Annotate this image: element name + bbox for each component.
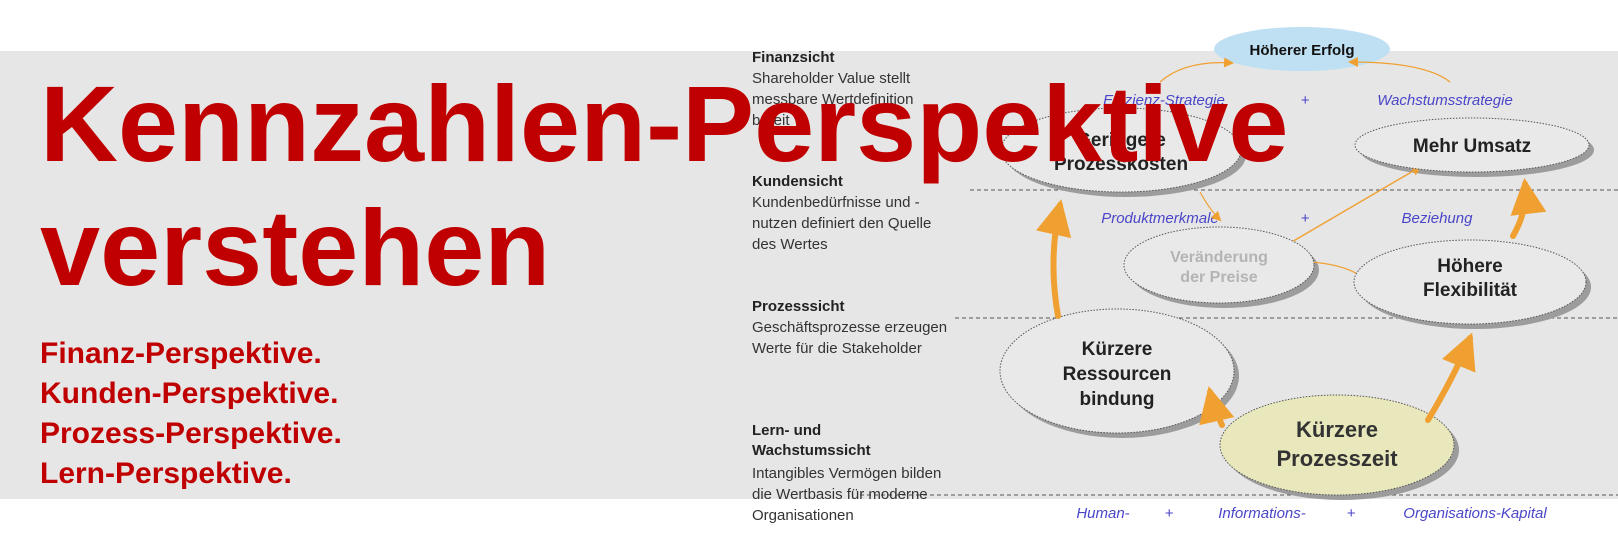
label-plus-3: + <box>1165 505 1174 522</box>
node-process-time-line2: Prozesszeit <box>1276 446 1398 471</box>
node-process-time-line1: Kürzere <box>1296 417 1378 442</box>
node-resources <box>999 308 1235 434</box>
perspective-item-learning: Lern-Perspektive. <box>40 457 292 490</box>
node-prices-line1: Veränderung <box>1170 249 1268 266</box>
label-plus-1: + <box>1301 92 1310 109</box>
perspective-list: Finanz-Perspektive. Kunden-Perspektive. … <box>40 334 342 494</box>
label-organisation: Organisations-Kapital <box>1403 505 1547 522</box>
node-process-costs-line2: Prozesskosten <box>1054 154 1188 175</box>
node-process-costs <box>1000 107 1242 193</box>
label-plus-2: + <box>1301 210 1310 227</box>
label-information: Informations- <box>1218 505 1306 522</box>
label-product-features: Produktmerkmale <box>1101 210 1219 227</box>
perspective-item-customer: Kunden-Perspektive. <box>40 377 339 410</box>
section-process-body: Geschäftsprozesse erzeugen Werte für die… <box>752 319 948 357</box>
label-plus-4: + <box>1347 505 1356 522</box>
section-learning-body: Intangibles Vermögen bilden die Wertbasi… <box>752 465 942 524</box>
page-title-line2: verstehen <box>40 187 551 308</box>
label-relationship: Beziehung <box>1402 210 1474 227</box>
node-revenue <box>1354 117 1590 173</box>
arrow-flex-revenue <box>1510 178 1547 239</box>
node-resources-line2: Ressourcen <box>1063 364 1172 385</box>
arrow-growth-goal <box>1348 57 1451 83</box>
node-prices-line2: der Preise <box>1180 269 1257 286</box>
page-title: Kennzahlen-Perspektive verstehen <box>40 62 1288 310</box>
section-customer-body: Kundenbedürfnisse und -nutzen definiert … <box>752 194 932 253</box>
page-title-line1: Kennzahlen-Perspektive <box>40 63 1289 184</box>
node-prices <box>1123 226 1315 304</box>
perspective-item-process: Prozess-Perspektive. <box>40 417 342 450</box>
node-flexibility-line2: Flexibilität <box>1423 280 1518 301</box>
node-resources-line1: Kürzere <box>1082 339 1153 360</box>
node-flexibility-line1: Höhere <box>1437 256 1502 277</box>
arrow-resources-costs <box>1036 199 1072 319</box>
label-efficiency: Effizienz-Strategie <box>1103 92 1225 109</box>
arrow-efficiency-goal <box>1159 57 1234 83</box>
section-finance-body: Shareholder Value stellt messbare Wertde… <box>752 70 914 129</box>
node-revenue-label: Mehr Umsatz <box>1413 136 1531 157</box>
node-resources-line3: bindung <box>1080 389 1155 410</box>
arrow-costs-prices <box>1199 191 1222 222</box>
arrow-time-resources <box>1199 386 1235 428</box>
node-process-time <box>1219 394 1455 496</box>
section-finance-heading: Finanzsicht <box>752 49 835 66</box>
node-goal-label: Höherer Erfolg <box>1249 42 1354 59</box>
arrow-prices-revenue <box>1289 165 1422 244</box>
node-goal <box>1214 27 1390 71</box>
arrow-time-flex <box>1425 332 1476 423</box>
section-customer-heading: Kundensicht <box>752 173 843 190</box>
section-process-heading: Prozesssicht <box>752 298 845 315</box>
label-growth: Wachstumsstrategie <box>1377 92 1513 109</box>
perspective-item-finance: Finanz-Perspektive. <box>40 337 322 370</box>
label-human: Human- <box>1076 505 1129 522</box>
section-learning-heading: Lern- und Wachstumssicht <box>752 422 871 459</box>
node-flexibility <box>1353 239 1587 325</box>
thick-arrows <box>1036 178 1547 428</box>
node-process-costs-line1: Geringere <box>1076 130 1166 151</box>
